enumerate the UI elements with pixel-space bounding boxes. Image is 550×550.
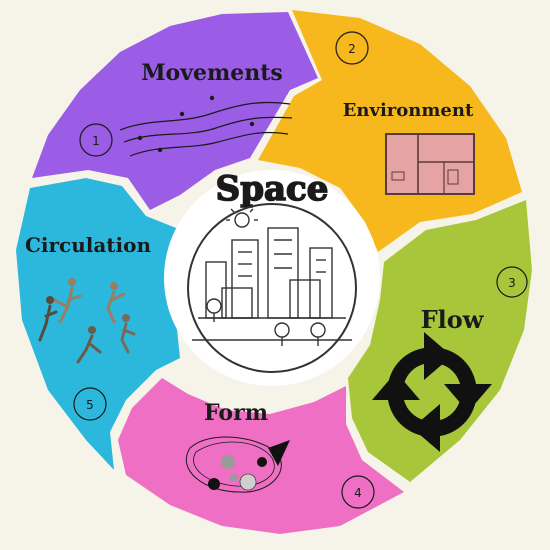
wavy-lines-icon — [119, 95, 293, 157]
cycle-arrows-icon — [372, 332, 492, 452]
badge-3: 3 — [496, 266, 528, 298]
city-illustration-icon — [187, 203, 357, 373]
badge-4: 4 — [341, 475, 375, 509]
label-environment: Environment — [343, 100, 474, 121]
segment-movements — [32, 12, 318, 210]
floor-plan-icon — [385, 133, 475, 195]
badge-5-number: 5 — [86, 398, 94, 412]
label-flow: Flow — [421, 305, 485, 334]
badge-4-number: 4 — [354, 486, 362, 500]
center-title: Space — [216, 169, 329, 209]
abstract-shapes-icon — [185, 436, 290, 493]
label-form: Form — [204, 400, 268, 426]
badge-1-number: 1 — [92, 134, 100, 148]
badge-3-number: 3 — [508, 276, 516, 290]
badge-5: 5 — [73, 387, 107, 421]
segment-form — [118, 378, 404, 534]
dancers-icon — [38, 278, 136, 364]
label-circulation: Circulation — [25, 233, 152, 257]
segment-circulation — [16, 178, 196, 470]
badge-2: 2 — [335, 31, 369, 65]
badge-1: 1 — [79, 123, 113, 157]
label-movements: Movements — [141, 60, 283, 86]
badge-2-number: 2 — [348, 42, 356, 56]
